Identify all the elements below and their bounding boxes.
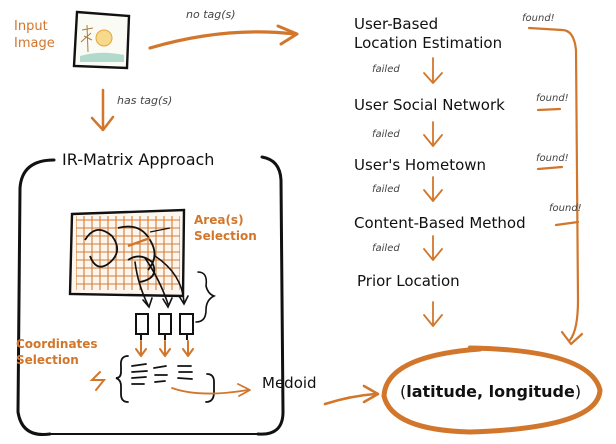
- step-hometown: User's Hometown: [354, 156, 487, 174]
- failed-label-2: failed: [372, 129, 400, 140]
- area-selection-line2: Selection: [194, 229, 257, 243]
- columns-to-coords-arrows: [135, 340, 194, 357]
- result-close-paren: ): [574, 382, 582, 401]
- candidate-columns: [135, 313, 194, 340]
- failed-label-4: failed: [372, 243, 400, 254]
- found-branches: [527, 26, 584, 346]
- ir-matrix-title: IR-Matrix Approach: [62, 150, 215, 169]
- area-to-columns-arrows: [134, 255, 217, 323]
- input-image-thumbnail: [72, 10, 131, 70]
- failed-label-3: failed: [372, 184, 400, 195]
- coordinates-selection-label: Coordinates Selection: [16, 336, 98, 368]
- no-tags-label: no tag(s): [186, 8, 236, 21]
- step-prior-location: Prior Location: [357, 272, 460, 290]
- has-tags-label: has tag(s): [117, 94, 173, 107]
- cascade-down-arrows: [423, 57, 443, 327]
- medoid-to-result-arrow: [323, 384, 380, 406]
- result-open-paren: (: [400, 382, 407, 401]
- found-label-2: found!: [536, 93, 569, 104]
- no-tags-arrow: [148, 24, 299, 50]
- area-selection-label: Area(s) Selection: [194, 212, 257, 244]
- ir-matrix-frame: [16, 155, 285, 437]
- input-label: Input Image: [14, 18, 55, 52]
- coordinates-pointer: [89, 371, 107, 391]
- step-user-based-line1: User-Based: [354, 15, 439, 33]
- result-ellipse: [381, 345, 603, 435]
- has-tags-arrow: [90, 88, 115, 132]
- step-content-based: Content-Based Method: [354, 214, 526, 232]
- ir-matrix-grid: [68, 208, 186, 298]
- result-text: latitude, longitude: [406, 382, 575, 401]
- coords-to-medoid-arrow: [171, 383, 251, 397]
- area-selection-line1: Area(s): [194, 213, 244, 227]
- input-label-line1: Input: [14, 19, 48, 34]
- found-label-1: found!: [522, 13, 555, 24]
- result-coordinates: (latitude, longitude): [400, 382, 581, 401]
- input-label-line2: Image: [14, 36, 55, 51]
- medoid-label: Medoid: [262, 374, 317, 392]
- step-user-based: User-Based Location Estimation: [354, 15, 502, 53]
- found-label-3: found!: [536, 153, 569, 164]
- coordinates-selection-line1: Coordinates: [16, 337, 98, 351]
- step-social-network: User Social Network: [354, 96, 505, 114]
- failed-label-1: failed: [372, 64, 400, 75]
- coordinates-selection-line2: Selection: [16, 353, 79, 367]
- step-user-based-line2: Location Estimation: [354, 34, 503, 52]
- coordinate-rows: [115, 355, 215, 403]
- found-label-4: found!: [549, 203, 582, 214]
